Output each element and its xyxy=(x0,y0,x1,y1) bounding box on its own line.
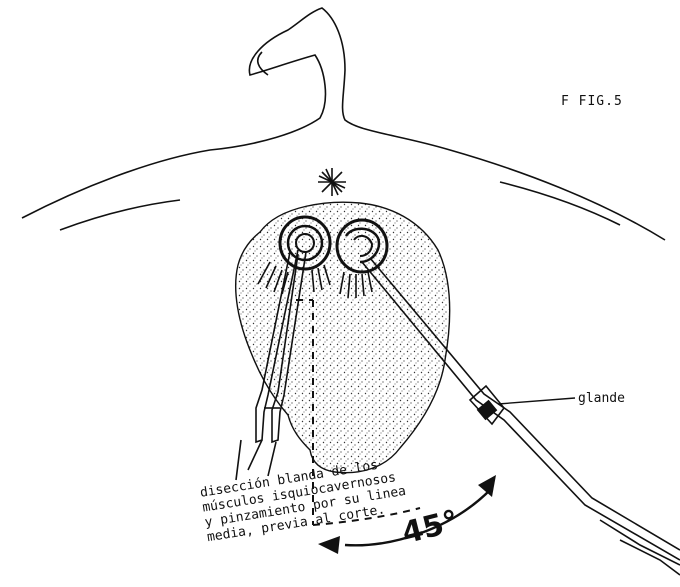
glande-pointer xyxy=(498,398,575,404)
arrow-head-lower xyxy=(318,536,340,554)
glande-label: glande xyxy=(578,391,625,406)
asterisk-mark xyxy=(318,168,346,196)
figure-label: F FIG.5 xyxy=(561,94,623,109)
stippled-region xyxy=(236,202,450,472)
